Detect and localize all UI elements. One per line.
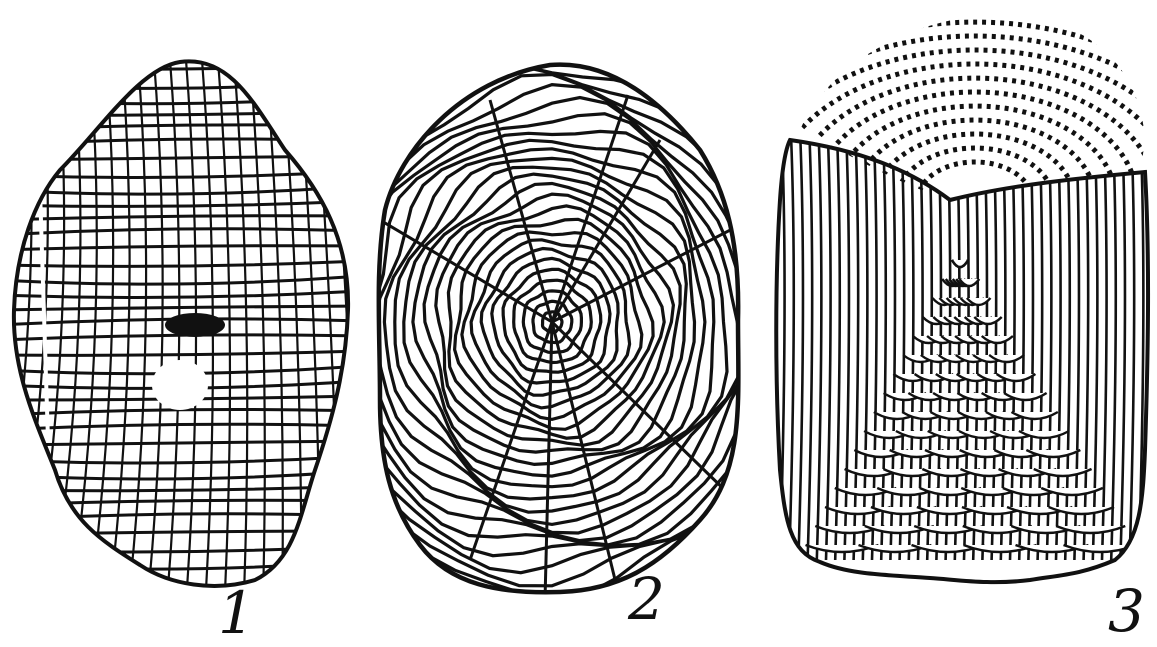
panel-label-3: 3 (1108, 582, 1145, 640)
panel-label-1: 1 (218, 584, 255, 642)
scale-drawing-1 (0, 60, 378, 600)
panel-label-2: 2 (628, 570, 665, 628)
scale-drawing-3 (708, 22, 1157, 582)
scale-drawing-2 (218, 0, 870, 644)
